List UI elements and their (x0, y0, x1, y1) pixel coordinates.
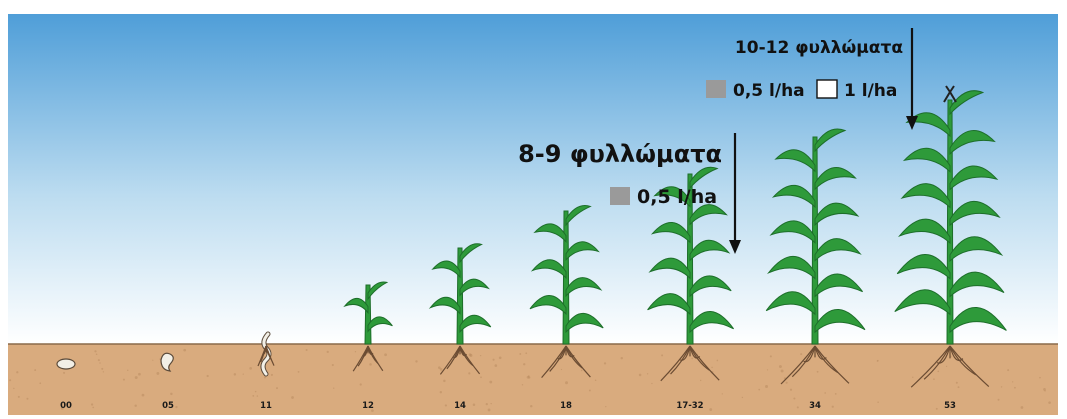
white-swatch (816, 79, 838, 99)
stage-code-label: 00 (60, 401, 72, 411)
gray-swatch (706, 80, 726, 98)
annotation-title: 10-12 φυλλώματα (735, 38, 903, 58)
stage-code-label: 11 (260, 401, 272, 411)
plant-stage-18 (529, 205, 604, 378)
annotation-8-9-leaves: 8-9 φυλλώματα 0,5 l/ha (518, 133, 741, 254)
dose-label: 0,5 l/ha (637, 186, 717, 208)
plant-stage-17-32 (647, 166, 735, 382)
soil-texture (9, 348, 1051, 412)
dose-label: 1 l/ha (844, 81, 897, 101)
plant-stage-12 (343, 281, 393, 372)
arrow-head (906, 116, 918, 130)
plant-stage-53 (894, 85, 1007, 388)
sky-background (8, 14, 1058, 344)
soil-ground (8, 344, 1058, 415)
plant-stage-14 (428, 243, 492, 375)
gray-swatch (610, 187, 630, 205)
stage-code-label: 53 (944, 401, 956, 411)
plant-stage-11 (257, 331, 275, 377)
stage-code-label: 12 (362, 401, 374, 411)
stage-code-label: 18 (560, 401, 572, 411)
dose-label: 0,5 l/ha (733, 81, 805, 101)
stage-code-label: 17-32 (676, 401, 703, 411)
plants-layer (56, 85, 1007, 388)
arrow-head (729, 240, 741, 254)
stage-codes: 00 05 11 12 14 18 17-32 34 53 (60, 401, 956, 411)
annotation-title: 8-9 φυλλώματα (518, 140, 722, 168)
plant-stage-34 (765, 128, 866, 385)
annotation-10-12-leaves: 10-12 φυλλώματα 0,5 l/ha 1 l/ha (706, 28, 918, 130)
plant-stage-05 (160, 352, 174, 372)
stage-code-label: 14 (454, 401, 466, 411)
stage-code-label: 34 (809, 401, 821, 411)
plant-stage-00 (56, 358, 76, 370)
stage-code-label: 05 (162, 401, 174, 411)
